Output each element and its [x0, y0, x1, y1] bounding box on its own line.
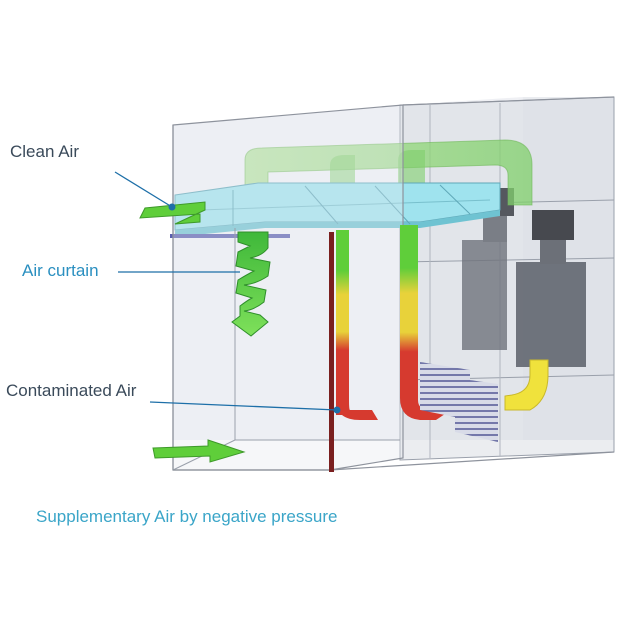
- diagram-caption: Supplementary Air by negative pressure: [36, 507, 338, 526]
- center-flow-column: [336, 230, 378, 420]
- fan-intake-duct: [504, 359, 549, 411]
- filter-panel: [170, 182, 501, 238]
- center-divider: [329, 232, 334, 472]
- exhaust-duct: [244, 139, 533, 206]
- exhaust-louver: [420, 362, 498, 442]
- leader-lines: [114, 171, 341, 414]
- fan-motor-icon: [462, 188, 586, 367]
- right-flow-column: [400, 225, 448, 420]
- air-curtain-label: Air curtain: [22, 261, 99, 280]
- flow-arrow-icon: [139, 201, 246, 463]
- air-curtain-arrow: [231, 231, 271, 337]
- contaminated-air-label: Contaminated Air: [6, 381, 137, 400]
- clean-air-label: Clean Air: [10, 142, 79, 161]
